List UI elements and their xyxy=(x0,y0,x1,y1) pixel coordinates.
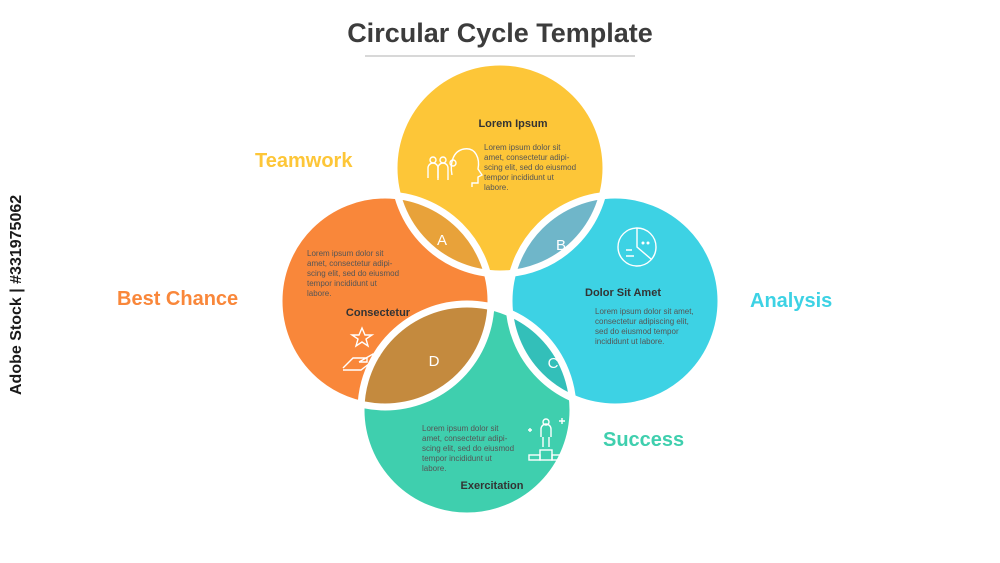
overlap-letter-c: C xyxy=(548,355,559,372)
top-body-line: labore. xyxy=(484,183,508,192)
top-heading: Lorem Ipsum xyxy=(478,118,547,130)
bottom-body-line: labore. xyxy=(422,464,446,473)
overlap-a xyxy=(394,195,491,274)
right-body-line: consectetur adipiscing elit, xyxy=(595,317,689,326)
left-body-line: labore. xyxy=(307,289,331,298)
left-body-line: scing elit, sed do eiusmod xyxy=(307,269,399,278)
overlap-letter-a: A xyxy=(437,232,447,249)
top-body-line: amet, consectetur adipi- xyxy=(484,153,570,162)
page-title: Circular Cycle Template xyxy=(347,18,653,48)
overlap-d xyxy=(361,304,491,407)
podium-icon xyxy=(528,418,565,461)
right-body-line: incididunt ut labore. xyxy=(595,337,664,346)
left-body-line: tempor incididunt ut xyxy=(307,279,378,288)
label-teamwork: Teamwork xyxy=(255,150,353,172)
top-body-line: tempor incididunt ut xyxy=(484,173,555,182)
overlap-b xyxy=(509,195,606,274)
top-body-line: scing elit, sed do eiusmod xyxy=(484,163,576,172)
bottom-body-line: scing elit, sed do eiusmod xyxy=(422,444,514,453)
title-underline xyxy=(365,55,635,57)
left-body-line: amet, consectetur adipi- xyxy=(307,259,393,268)
bottom-body-line: tempor incididunt ut xyxy=(422,454,493,463)
bottom-body-line: amet, consectetur adipi- xyxy=(422,434,508,443)
overlap-letter-d: D xyxy=(429,353,440,370)
label-best-chance: Best Chance xyxy=(117,288,239,310)
top-body-line: Lorem ipsum dolor sit xyxy=(484,143,561,152)
right-heading: Dolor Sit Amet xyxy=(585,287,661,299)
separator-rings xyxy=(275,58,725,520)
right-body-line: Lorem ipsum dolor sit amet, xyxy=(595,307,694,316)
hand-star-icon xyxy=(342,326,381,371)
bottom-heading: Exercitation xyxy=(461,480,524,492)
team-head-icon xyxy=(427,148,484,187)
overlap-letter-b: B xyxy=(556,237,566,254)
label-analysis: Analysis xyxy=(750,290,833,312)
label-success: Success xyxy=(603,429,685,451)
left-body-line: Lorem ipsum dolor sit xyxy=(307,249,384,258)
bottom-body-line: Lorem ipsum dolor sit xyxy=(422,424,499,433)
pie-chart-icon xyxy=(617,227,657,267)
left-heading: Consectetur xyxy=(346,307,411,319)
right-body-line: sed do eiusmod tempor xyxy=(595,327,679,336)
